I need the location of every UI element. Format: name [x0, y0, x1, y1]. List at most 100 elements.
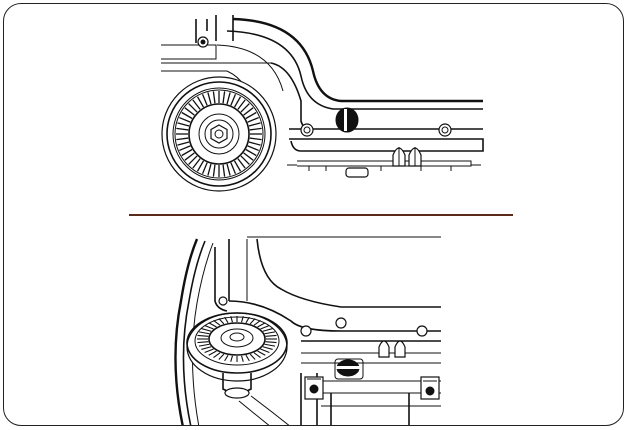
wheel-tread	[201, 162, 208, 174]
caster-tread	[262, 346, 273, 350]
caster-tread	[208, 322, 217, 328]
wheel-tread	[249, 127, 262, 131]
caster-tread	[241, 316, 244, 323]
wheel-tread	[207, 92, 212, 105]
wheel-tread	[233, 160, 242, 172]
wheel-tread	[176, 137, 189, 141]
caster-tread	[249, 318, 256, 325]
caster-tread	[260, 348, 270, 354]
wheel-tread	[177, 141, 190, 146]
caster-tread	[204, 348, 214, 354]
wheel-tread	[181, 111, 193, 120]
wheel-tread	[196, 160, 205, 172]
wheel-tread	[237, 99, 246, 110]
wheel-tread	[240, 103, 250, 113]
caster-tread	[241, 355, 244, 362]
wheel-tread	[243, 107, 254, 116]
illustration	[129, 15, 513, 425]
wheel-tread	[233, 96, 242, 108]
wheel-tread	[201, 94, 208, 106]
wheel-tread	[240, 155, 250, 165]
caster-tread	[260, 324, 270, 330]
caster-tread	[257, 350, 266, 356]
knob-icon	[335, 107, 359, 133]
wheel-tread	[188, 103, 198, 113]
wheel-tread	[184, 152, 195, 161]
caster-tread	[197, 334, 209, 337]
caster-tread	[230, 355, 233, 362]
caster-tread	[230, 316, 233, 323]
caster-tread	[253, 352, 261, 359]
caster-tread	[265, 334, 277, 337]
wheel-tread	[177, 122, 190, 127]
wheel-tread	[192, 158, 201, 169]
foot-icon	[392, 147, 406, 167]
caster-tread	[204, 324, 214, 330]
caster-tread	[249, 353, 256, 360]
wheel-tread	[248, 141, 261, 146]
wheel-tread	[212, 91, 216, 104]
screw-icon	[335, 317, 347, 329]
wheel-tread	[230, 162, 237, 174]
side-view	[161, 15, 484, 192]
caster-tread	[245, 354, 250, 362]
wheel-tread	[188, 155, 198, 165]
wheel-tread	[192, 99, 201, 110]
caster-tread	[265, 341, 277, 344]
foot-icon	[408, 147, 422, 167]
wheel-tread	[222, 164, 226, 177]
caster-tread	[224, 354, 229, 362]
caster-wheel-icon	[186, 312, 288, 399]
wheel-tread	[226, 92, 231, 105]
wheel-tread	[176, 127, 189, 131]
screw-icon	[300, 325, 312, 337]
caster-tread	[264, 343, 276, 347]
wheel-tread	[237, 158, 246, 169]
caster-tread	[262, 328, 273, 332]
wheel-icon	[161, 76, 277, 192]
wheel-tread	[212, 164, 216, 177]
wheel-tread	[230, 94, 237, 106]
bracket-icon	[304, 376, 324, 400]
caster-tread	[218, 353, 225, 360]
caster-tread	[201, 328, 212, 332]
wheel-tread	[245, 148, 257, 157]
screw-icon	[438, 123, 452, 137]
caster-tread	[201, 346, 212, 350]
wheel-tread	[184, 107, 195, 116]
wheel-tread	[247, 145, 259, 152]
caster-tread	[197, 341, 209, 344]
wheel-tread	[179, 116, 191, 123]
caster-tread	[253, 319, 261, 326]
caster-tread	[224, 316, 229, 324]
wheel-tread	[196, 96, 205, 108]
caster-tread	[213, 352, 221, 359]
wheel-tread	[222, 91, 226, 104]
wheel-tread	[243, 152, 254, 161]
bottom-view	[174, 236, 441, 425]
caster-tread	[264, 331, 276, 335]
wheel-tread	[247, 116, 259, 123]
screw-icon	[416, 325, 428, 337]
foot-icon	[394, 340, 406, 358]
foot-icon	[378, 340, 390, 358]
caster-tread	[213, 319, 221, 326]
wheel-tread	[179, 145, 191, 152]
wheel-tread	[181, 148, 193, 157]
caster-tread	[245, 316, 250, 324]
knob-icon	[336, 359, 360, 377]
screw-icon	[218, 296, 228, 306]
figure-frame	[3, 3, 624, 426]
wheel-tread	[226, 163, 231, 176]
caster-tread	[218, 318, 225, 325]
caster-tread	[198, 343, 210, 347]
wheel-tread	[207, 163, 212, 176]
screw-icon	[300, 123, 314, 137]
caster-tread	[257, 322, 266, 328]
wheel-tread	[248, 122, 261, 127]
bracket-icon	[420, 376, 440, 400]
caster-tread	[198, 331, 210, 335]
caster-tread	[208, 350, 217, 356]
wheel-tread	[249, 137, 262, 141]
wheel-tread	[245, 111, 257, 120]
